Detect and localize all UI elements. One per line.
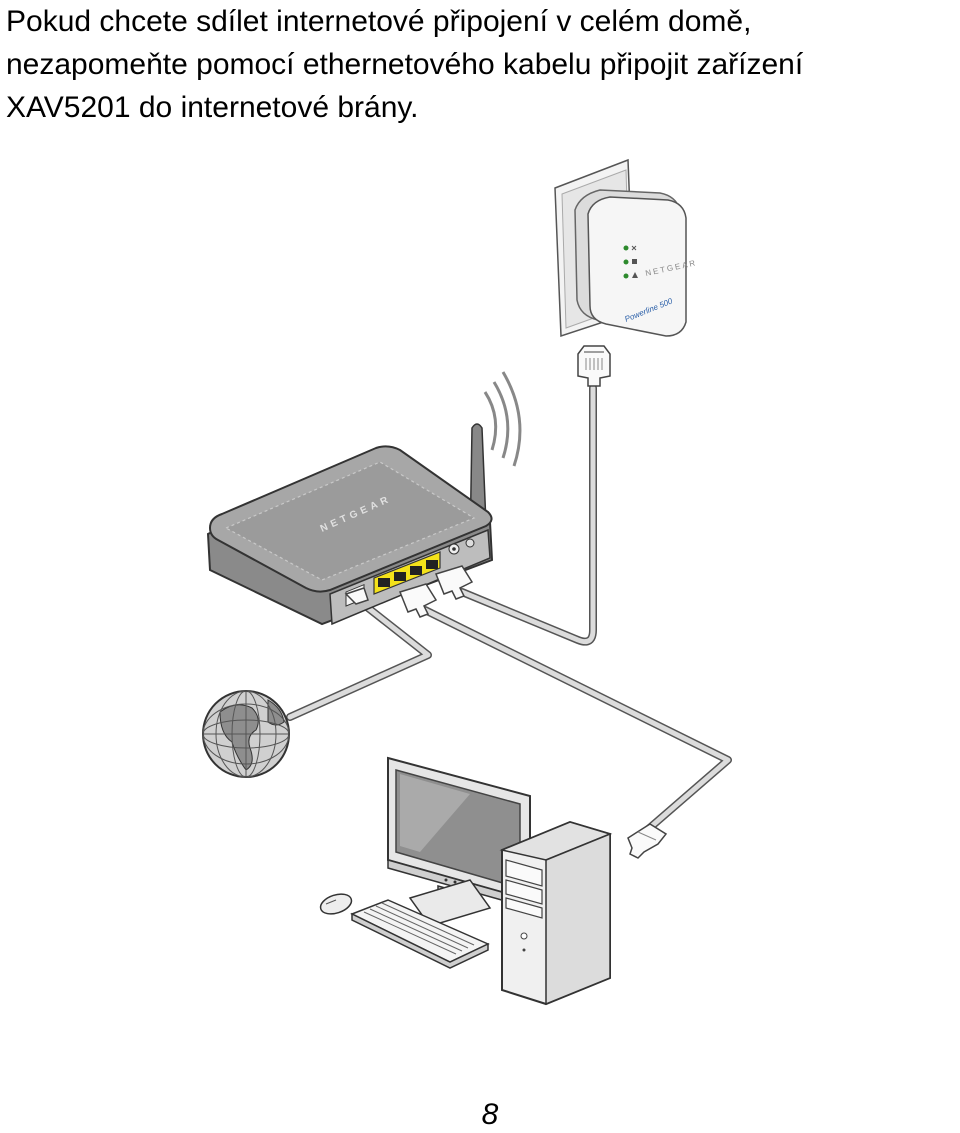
connection-diagram: NETGEAR Powerline 500 NETGEAR [202, 158, 732, 1006]
pc-tower-icon [499, 820, 613, 1006]
mouse-icon [319, 893, 353, 915]
page-number: 8 [481, 1098, 499, 1131]
globe-icon [202, 690, 290, 778]
ethernet-plug-icon [627, 823, 668, 859]
router-cable-plugs [344, 565, 474, 618]
lan-ports [373, 551, 441, 595]
router-icon: NETGEAR [206, 423, 494, 626]
intro-line-1: Pokud chcete sdílet internetové připojen… [6, 5, 752, 38]
intro-line-3: XAV5201 do internetové brány. [6, 91, 419, 124]
intro-line-2: nezapomeňte pomocí ethernetového kabelu … [6, 48, 804, 81]
keyboard-icon [350, 899, 490, 969]
wifi-signal-icon [483, 371, 522, 467]
cables [286, 384, 732, 842]
monitor-icon [387, 756, 531, 927]
powerline-adapter-icon: NETGEAR Powerline 500 [554, 158, 698, 338]
ethernet-plug-icon [577, 345, 611, 387]
intro-paragraph: Pokud chcete sdílet internetové připojen… [6, 0, 956, 129]
